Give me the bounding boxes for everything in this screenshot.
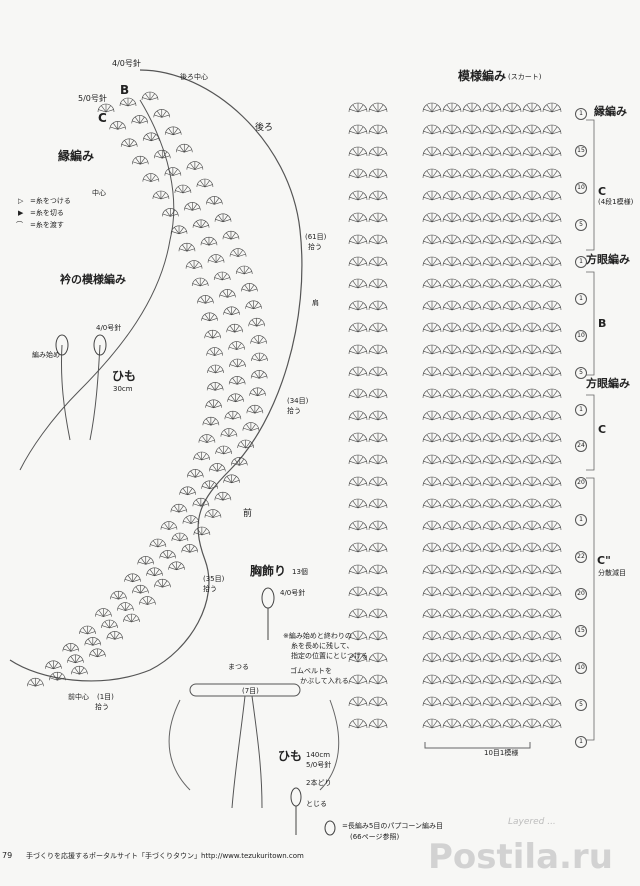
row1-label: (1目) xyxy=(97,693,114,701)
front-center-label: 前中心 xyxy=(68,693,89,701)
row-number-marker: 22 xyxy=(575,551,587,564)
waist-stitch: まつる xyxy=(228,663,249,671)
legend-attach: =糸をつける xyxy=(30,197,71,205)
waist-needle: 5/0号針 xyxy=(306,761,332,769)
popcorn-text: =長編み5目のパプコーン編み目 xyxy=(342,822,443,830)
waist-double: 2本どり xyxy=(306,779,332,787)
row-number-marker: 20 xyxy=(575,588,587,601)
row-number-marker: 1 xyxy=(575,292,587,305)
center-label: 中心 xyxy=(92,189,106,197)
row-number-marker: 15 xyxy=(575,144,587,157)
waist-rubber: ゴムベルトを xyxy=(290,667,332,675)
section-mesh-1: 方眼編み xyxy=(586,253,630,266)
chest-note-2: 糸を長めに残して、 xyxy=(291,642,354,650)
row-number-marker: 5 xyxy=(575,699,587,712)
chest-note-1: ※編み始めと終わりの xyxy=(283,632,352,640)
front-label: 前 xyxy=(243,509,253,519)
shoulder-label: 肩 xyxy=(312,299,319,307)
edge-label: 縁編み xyxy=(58,149,95,163)
pick-label-1: 拾う xyxy=(308,243,322,251)
string-length: 30cm xyxy=(113,385,133,393)
row-number-marker: 20 xyxy=(575,477,587,490)
label-c: C xyxy=(98,111,107,125)
pick-label-4: 拾う xyxy=(95,703,109,711)
row-number-marker: 15 xyxy=(575,625,587,638)
watermark-text: Postila.ru xyxy=(428,837,613,877)
waist-rubber-2: かぶして入れる xyxy=(300,677,349,685)
row-number-marker: 24 xyxy=(575,440,587,453)
skirt-subtitle: (スカート) xyxy=(508,73,542,81)
row34-label: (34目) xyxy=(287,397,309,405)
section-c-double-note: 分散減目 xyxy=(598,569,626,577)
row-number-marker: 1 xyxy=(575,255,587,268)
row61-label: (61目) xyxy=(305,233,327,241)
string-needle: 4/0号針 xyxy=(96,324,122,332)
chest-note-3: 指定の位置にとじつける xyxy=(291,652,368,660)
label-b: B xyxy=(120,83,130,97)
needle-4-label: 4/0号針 xyxy=(112,59,141,68)
page-number: 79 xyxy=(2,851,13,860)
watermark-sub: Layered ... xyxy=(508,817,556,827)
row-number-marker: 1 xyxy=(575,403,587,416)
chest-count: 13個 xyxy=(292,568,308,576)
skirt-repeat: 10目1模様 xyxy=(484,749,519,757)
back-label: 後ろ xyxy=(255,123,274,133)
legend-cut: =糸を切る xyxy=(30,209,64,217)
row-number-marker: 10 xyxy=(575,181,587,194)
collar-title: 衿の模様編み xyxy=(60,273,126,286)
section-c-2: C xyxy=(598,423,607,436)
section-edge: 縁編み xyxy=(594,105,627,118)
row-number-marker: 10 xyxy=(575,662,587,675)
section-b: B xyxy=(598,317,607,330)
row-number-marker: 1 xyxy=(575,514,587,527)
row-number-marker: 5 xyxy=(575,218,587,231)
pass-icon: ⌒ xyxy=(16,221,23,229)
string-start: 編み始め xyxy=(32,351,60,359)
chest-title: 胸飾り xyxy=(250,564,287,578)
row35-label: (35目) xyxy=(203,575,225,583)
needle-5-label: 5/0号針 xyxy=(78,94,107,103)
pick-label-2: 拾う xyxy=(287,407,301,415)
back-center-label: 後ろ中心 xyxy=(180,73,208,81)
waist-close: とじる xyxy=(306,800,327,808)
section-c-double: C" xyxy=(597,554,611,567)
waist-string-title: ひも xyxy=(278,749,303,763)
popcorn-ref: (66ページ参照) xyxy=(350,833,400,841)
string-title: ひも xyxy=(112,369,137,383)
waist-eyes: (7目) xyxy=(242,687,259,695)
section-mesh-2: 方眼編み xyxy=(586,377,630,390)
row-number-marker: 10 xyxy=(575,329,587,342)
section-c: C xyxy=(598,185,607,198)
attach-icon: ▷ xyxy=(18,197,24,205)
section-c-note: (4段1模様) xyxy=(598,198,634,206)
watermark: Layered ... Postila.ru xyxy=(428,808,640,886)
cut-icon: ▶ xyxy=(18,209,24,217)
pick-label-3: 拾う xyxy=(203,585,217,593)
row-number-marker: 5 xyxy=(575,366,587,379)
chest-needle: 4/0号針 xyxy=(280,589,306,597)
waist-string-length: 140cm xyxy=(306,751,331,759)
skirt-title: 模様編み xyxy=(458,69,507,83)
row-number-marker: 1 xyxy=(575,108,587,120)
footer-text: 手づくりを応援するポータルサイト「手づくりタウン」http://www.tezu… xyxy=(26,852,304,860)
legend-pass: =糸を渡す xyxy=(30,221,64,229)
row-number-marker: 1 xyxy=(575,736,587,748)
